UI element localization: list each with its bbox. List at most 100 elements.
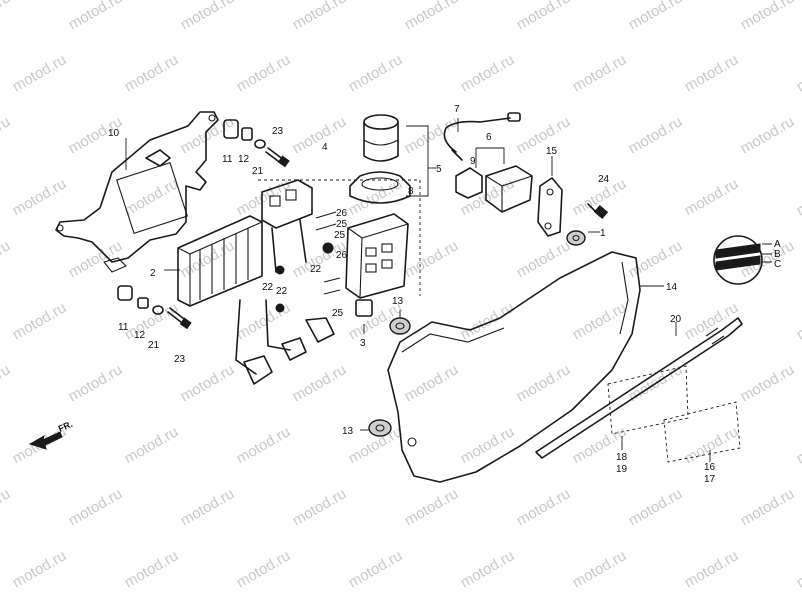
callout-24: 24 — [598, 174, 610, 185]
watermark-text: motod.ru — [458, 547, 518, 591]
part-18-19-pad — [607, 365, 689, 435]
part-9-rubber — [455, 167, 483, 199]
watermark-text: motod.ru — [682, 51, 742, 95]
watermark-text: motod.ru — [626, 113, 686, 157]
watermark-text: motod.ru — [570, 51, 630, 95]
watermark-text: motod.ru — [738, 0, 798, 33]
callout-12: 12 — [134, 330, 146, 341]
callout-16: 16 — [704, 462, 716, 473]
watermark-text: motod.ru — [794, 423, 802, 467]
callout-labels: 10 11 12 21 23 4 5 8 7 6 9 15 24 1 26 25… — [108, 104, 781, 485]
watermark-text: motod.ru — [514, 485, 574, 529]
part-6-flasher — [485, 165, 533, 213]
watermark-text: motod.ru — [178, 361, 238, 405]
watermark-text: motod.ru — [10, 299, 70, 343]
watermark-text: motod.ru — [626, 237, 686, 281]
part-2-regulator — [177, 215, 263, 307]
watermark-text: motod.ru — [0, 113, 13, 157]
watermark-text: motod.ru — [234, 299, 294, 343]
watermark-text: motod.ru — [66, 0, 126, 33]
callout-4: 4 — [322, 142, 328, 153]
hardware-left-lower — [117, 285, 192, 330]
watermark-text: motod.ru — [178, 485, 238, 529]
watermark-text: motod.ru — [514, 0, 574, 33]
watermark-text: motod.ru — [458, 299, 518, 343]
watermark-text: motod.ru — [234, 51, 294, 95]
callout-25: 25 — [332, 308, 344, 319]
callout-7: 7 — [454, 104, 460, 115]
callout-25: 25 — [334, 230, 346, 241]
part-15-stay — [537, 177, 563, 237]
callout-A: A — [774, 239, 781, 250]
watermark-text: motod.ru — [10, 175, 70, 219]
watermark-text: motod.ru — [0, 485, 13, 529]
part-14-side-cover — [387, 251, 641, 483]
watermark-text: motod.ru — [794, 547, 802, 591]
part-16-17-pad — [663, 401, 741, 463]
part-13-grommet-upper — [389, 317, 411, 335]
watermark-text: motod.ru — [290, 0, 350, 33]
part-1-grommet — [566, 230, 586, 246]
callout-14: 14 — [666, 282, 678, 293]
callout-15: 15 — [546, 146, 558, 157]
callout-18: 18 — [616, 452, 628, 463]
watermark-text: motod.ru — [402, 0, 462, 33]
part-20-strip — [535, 317, 743, 459]
part-10-bracket — [55, 111, 219, 273]
watermark-text: motod.ru — [626, 0, 686, 33]
callout-C: C — [774, 259, 781, 270]
watermark-text: motod.ru — [0, 237, 13, 281]
callout-11: 11 — [222, 154, 233, 165]
watermark-text: motod.ru — [402, 361, 462, 405]
callout-3: 3 — [360, 338, 366, 349]
watermark-text: motod.ru — [290, 113, 350, 157]
watermark-text: motod.ru — [514, 237, 574, 281]
part-13-grommet-lower — [368, 419, 392, 437]
callout-20: 20 — [670, 314, 682, 325]
callout-26: 26 — [336, 208, 348, 219]
watermark-text: motod.ru — [570, 299, 630, 343]
part-8-rubber-mount — [349, 171, 411, 204]
watermark-text: motod.ru — [10, 51, 70, 95]
watermark-text: motod.ru — [66, 237, 126, 281]
callout-11: 11 — [118, 322, 129, 333]
watermark-text: motod.ru — [234, 423, 294, 467]
watermark-text: motod.ru — [626, 485, 686, 529]
watermark-text: motod.ru — [122, 423, 182, 467]
watermark-text: motod.ru — [514, 113, 574, 157]
callout-1: 1 — [600, 228, 606, 239]
watermark-text: motod.ru — [682, 175, 742, 219]
watermark-text: motod.ru — [738, 361, 798, 405]
watermark-text: motod.ru — [122, 299, 182, 343]
emblem-abc — [713, 235, 763, 285]
leader-lines — [125, 118, 772, 462]
watermark-text: motod.ru — [122, 175, 182, 219]
watermark-text: motod.ru — [570, 547, 630, 591]
direction-label: FR. — [57, 419, 74, 434]
watermark-text: motod.ru — [66, 361, 126, 405]
watermark-text: motod.ru — [290, 361, 350, 405]
watermark-text: motod.ru — [458, 51, 518, 95]
callout-25: 25 — [336, 219, 348, 230]
watermark-text: motod.ru — [346, 51, 406, 95]
watermark-text: motod.ru — [66, 485, 126, 529]
callout-26: 26 — [336, 250, 348, 261]
callout-9: 9 — [470, 156, 476, 167]
watermark-text: motod.ru — [794, 51, 802, 95]
watermark-text: motod.ru — [234, 547, 294, 591]
watermark-text: motod.ru — [794, 299, 802, 343]
watermark-text: motod.ru — [682, 423, 742, 467]
callout-5: 5 — [436, 164, 442, 175]
callout-23: 23 — [174, 354, 186, 365]
watermark-text: motod.ru — [122, 547, 182, 591]
watermark-text: motod.ru — [738, 113, 798, 157]
watermark-text: motod.ru — [10, 547, 70, 591]
callout-21: 21 — [148, 340, 160, 351]
callout-22: 22 — [262, 282, 274, 293]
callout-B: B — [774, 249, 781, 260]
callout-22: 22 — [276, 286, 288, 297]
watermark-text: motod.ru — [794, 175, 802, 219]
part-4-junction-block — [235, 179, 421, 385]
callout-19: 19 — [616, 464, 628, 475]
